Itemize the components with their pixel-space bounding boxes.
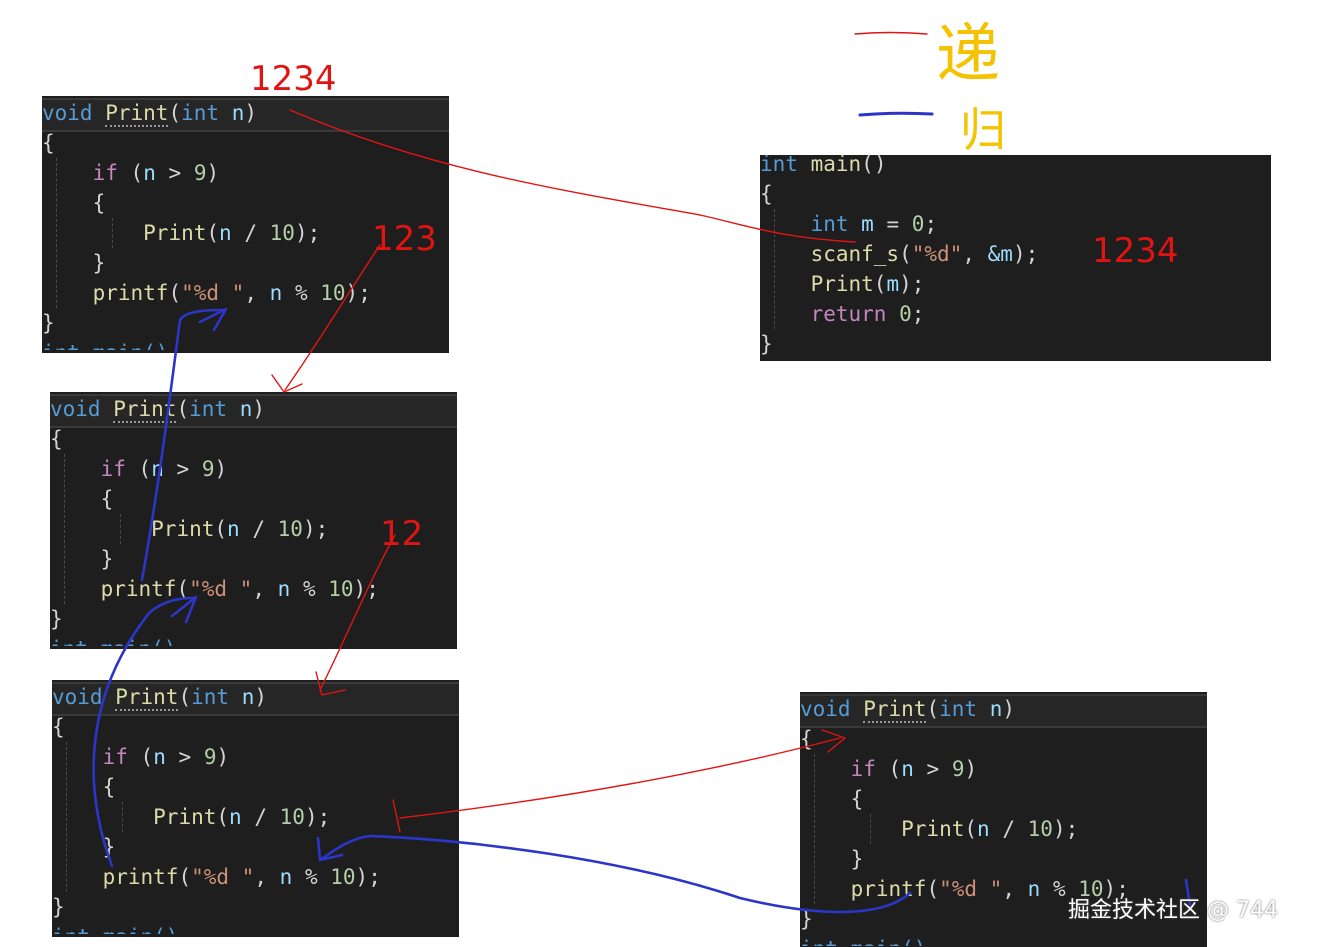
code-line-open-brace: {	[760, 182, 773, 206]
code-line-if: if (n > 9)	[92, 161, 220, 185]
code-line-open-brace: {	[50, 427, 63, 451]
code-line-close-brace: }	[760, 332, 773, 356]
code-line-next-function-cut: int main()	[42, 338, 449, 350]
code-line-inner-open-brace: {	[92, 191, 106, 215]
code-line-call-print: Print(m);	[810, 272, 925, 296]
indent-guide	[774, 209, 775, 329]
indent-guide	[66, 742, 67, 892]
code-line-inner-close-brace: }	[102, 835, 116, 859]
code-line-inner-close-brace: }	[100, 547, 114, 571]
main-function-panel: int main() { int m = 0; scanf_s("%d", &m…	[760, 155, 1271, 361]
code-line-printf: printf("%d ", n % 10);	[92, 281, 371, 305]
indent-guide	[64, 454, 65, 604]
legend-red-stroke	[854, 31, 928, 35]
code-line-declare-m: int m = 0;	[810, 212, 938, 236]
code-line-inner-open-brace: {	[102, 775, 116, 799]
print-function-panel-3: void Print(int n) { if (n > 9) { Print(n…	[52, 680, 459, 937]
code-line-inner-close-brace: }	[92, 251, 106, 275]
indent-guide	[120, 514, 121, 544]
code-line-main-signature: int main()	[760, 155, 887, 176]
indent-guide	[870, 814, 871, 844]
code-line-next-function-cut: int main()	[800, 934, 1207, 946]
legend-blue-label: 归	[960, 103, 1006, 157]
code-line-next-function-cut: int main()	[52, 922, 459, 934]
legend-red-label: 递	[936, 18, 1000, 92]
code-line-if: if (n > 9)	[102, 745, 230, 769]
print-function-panel-1: void Print(int n) { if (n > 9) { Print(n…	[42, 96, 449, 353]
code-line-signature: void Print(int n)	[800, 694, 1207, 728]
indent-guide	[814, 754, 815, 904]
code-line-close-brace: }	[50, 607, 63, 631]
code-line-close-brace: }	[42, 311, 55, 335]
code-line-open-brace: {	[800, 727, 813, 751]
legend-blue-stroke	[858, 111, 934, 117]
code-line-signature: void Print(int n)	[52, 682, 459, 716]
indent-guide	[112, 218, 113, 248]
code-line-signature: void Print(int n)	[50, 394, 457, 428]
red-arrow-call1-head	[271, 374, 303, 393]
code-line-recursive-call: Print(n / 10);	[901, 817, 1079, 841]
code-line-inner-open-brace: {	[850, 787, 864, 811]
red-arrow-call3	[399, 737, 841, 819]
indent-guide	[122, 802, 123, 832]
code-line-signature: void Print(int n)	[42, 98, 449, 132]
print-function-panel-2: void Print(int n) { if (n > 9) { Print(n…	[50, 392, 457, 649]
watermark: 掘金技术社区 @ 744	[1068, 898, 1278, 923]
code-line-recursive-call: Print(n / 10);	[143, 221, 321, 245]
code-line-printf: printf("%d ", n % 10);	[850, 877, 1129, 901]
code-line-recursive-call: Print(n / 10);	[153, 805, 331, 829]
code-line-if: if (n > 9)	[100, 457, 228, 481]
code-line-scanf: scanf_s("%d", &m);	[810, 242, 1039, 266]
code-line-inner-open-brace: {	[100, 487, 114, 511]
code-line-printf: printf("%d ", n % 10);	[102, 865, 381, 889]
code-line-return: return 0;	[810, 302, 925, 326]
code-line-next-function-cut: int main()	[50, 634, 457, 646]
code-line-open-brace: {	[52, 715, 65, 739]
code-line-printf: printf("%d ", n % 10);	[100, 577, 379, 601]
code-line-if: if (n > 9)	[850, 757, 978, 781]
top-value-label: 1234	[250, 59, 337, 99]
code-line-recursive-call: Print(n / 10);	[151, 517, 329, 541]
indent-guide	[56, 158, 57, 308]
code-line-close-brace: }	[52, 895, 65, 919]
code-line-open-brace: {	[42, 131, 55, 155]
code-line-inner-close-brace: }	[850, 847, 864, 871]
